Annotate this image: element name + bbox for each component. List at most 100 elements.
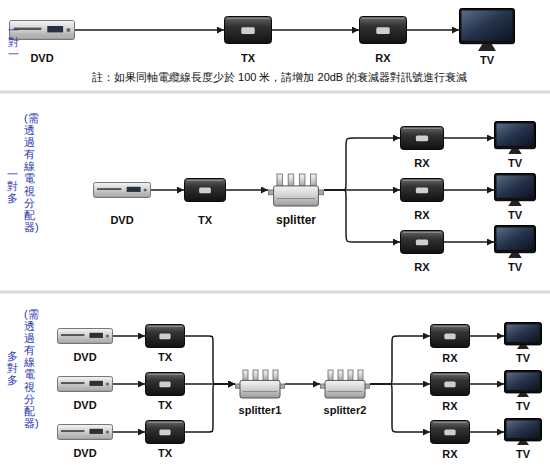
splitter-note: (需透過有線電視分配器) xyxy=(24,308,35,429)
signal-arrow xyxy=(285,383,320,385)
signal-arrow xyxy=(272,29,359,31)
device-label: splitter xyxy=(276,214,316,226)
signal-arrow xyxy=(113,335,145,337)
device-node: RX xyxy=(400,126,444,169)
signal-arrow xyxy=(407,29,459,31)
device-node: TX xyxy=(184,178,226,226)
device-node: TV xyxy=(494,225,536,273)
device-label: TV xyxy=(516,448,530,460)
extender-box-icon xyxy=(359,16,407,44)
signal-arrow xyxy=(324,190,400,242)
extender-box-icon xyxy=(430,372,470,396)
tv-icon xyxy=(494,121,536,155)
splitter-note: (需透過有線電視分配器) xyxy=(24,112,35,233)
device-node: TV xyxy=(494,121,536,169)
dvd-player-icon xyxy=(57,424,113,440)
signal-arrow xyxy=(324,138,400,190)
signal-arrow xyxy=(226,189,268,191)
device-label: DVD xyxy=(110,214,133,226)
dvd-player-icon xyxy=(57,328,113,344)
tv-icon xyxy=(459,8,515,52)
section-divider xyxy=(0,292,550,293)
device-node: TX xyxy=(145,420,185,459)
extender-box-icon xyxy=(224,16,272,44)
extender-box-icon xyxy=(400,230,444,254)
signal-arrow xyxy=(185,336,235,384)
signal-arrow xyxy=(444,189,494,191)
device-label: TX xyxy=(241,52,255,64)
tv-icon xyxy=(504,322,542,350)
section-divider xyxy=(0,90,550,94)
device-node: splitter2 xyxy=(320,369,370,416)
mode-label: 一對多 xyxy=(7,168,18,204)
device-node: DVD xyxy=(57,376,113,411)
tv-icon xyxy=(494,225,536,259)
section-divider xyxy=(0,92,550,93)
signal-arrow xyxy=(185,384,235,432)
device-label: DVD xyxy=(73,351,96,363)
note-text: 註：如果同軸電纜線長度少於 100 米，請增加 20dB 的衰減器對訊號進行衰減 xyxy=(92,70,467,85)
tv-icon xyxy=(504,370,542,398)
extender-box-icon xyxy=(430,420,470,444)
splitter-icon xyxy=(268,173,324,207)
device-node: RX xyxy=(400,178,444,221)
device-label: RX xyxy=(414,157,429,169)
device-node: DVD xyxy=(57,424,113,459)
dvd-player-icon xyxy=(57,376,113,392)
device-node: TX xyxy=(145,372,185,411)
device-label: TX xyxy=(158,447,172,459)
mode-label: 一對一 xyxy=(8,24,19,60)
device-label: RX xyxy=(414,209,429,221)
device-node: splitter1 xyxy=(235,369,285,416)
device-node: TV xyxy=(504,418,542,460)
device-node: TV xyxy=(504,322,542,364)
signal-arrow xyxy=(444,241,494,243)
signal-arrow xyxy=(113,431,145,433)
device-label: DVD xyxy=(30,52,53,64)
device-label: TX xyxy=(198,214,212,226)
signal-arrow xyxy=(370,336,430,384)
device-node: splitter xyxy=(268,173,324,226)
device-node: TV xyxy=(494,173,536,221)
device-node: RX xyxy=(430,420,470,460)
device-label: DVD xyxy=(73,447,96,459)
signal-arrow xyxy=(470,431,504,433)
signal-arrow xyxy=(470,335,504,337)
splitter-icon xyxy=(235,369,285,399)
device-label: TV xyxy=(508,261,522,273)
device-label: splitter2 xyxy=(324,404,367,416)
device-node: RX xyxy=(430,372,470,412)
device-label: TV xyxy=(508,209,522,221)
device-label: splitter1 xyxy=(239,404,282,416)
device-label: DVD xyxy=(73,399,96,411)
dvd-player-icon xyxy=(93,182,151,198)
mode-label: 多對多 xyxy=(7,350,18,386)
device-node: RX xyxy=(400,230,444,273)
extender-box-icon xyxy=(145,324,185,348)
device-node: TX xyxy=(145,324,185,363)
signal-arrow xyxy=(370,384,430,432)
device-label: TV xyxy=(516,352,530,364)
signal-arrow xyxy=(151,189,184,191)
device-node: TV xyxy=(504,370,542,412)
extender-box-icon xyxy=(400,126,444,150)
device-label: RX xyxy=(442,400,457,412)
device-node: RX xyxy=(430,324,470,364)
device-label: TV xyxy=(508,157,522,169)
device-label: TV xyxy=(516,400,530,412)
extender-box-icon xyxy=(430,324,470,348)
device-label: RX xyxy=(414,261,429,273)
tv-icon xyxy=(494,173,536,207)
signal-arrow xyxy=(470,383,504,385)
device-label: RX xyxy=(375,52,390,64)
extender-box-icon xyxy=(184,178,226,202)
device-label: TX xyxy=(158,351,172,363)
section-divider xyxy=(0,290,550,294)
extender-box-icon xyxy=(145,372,185,396)
device-label: RX xyxy=(442,352,457,364)
signal-arrow xyxy=(444,137,494,139)
device-node: DVD xyxy=(93,182,151,226)
device-label: TX xyxy=(158,399,172,411)
device-node: RX xyxy=(359,16,407,64)
